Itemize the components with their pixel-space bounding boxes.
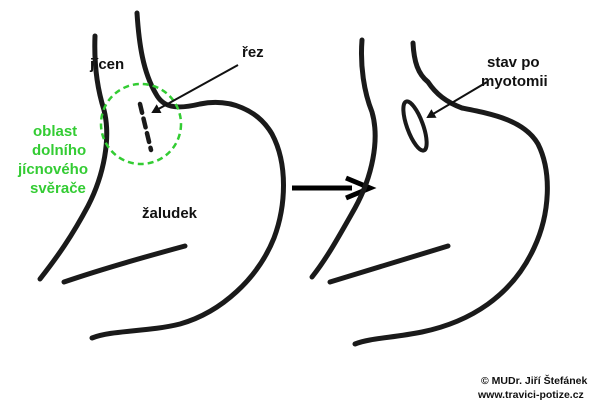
- stomach-outline-right-wall: [89, 10, 286, 341]
- stomach-label: žaludek: [142, 205, 198, 222]
- stomach-outline-lesser-curve: [61, 243, 188, 285]
- cut-line: [137, 101, 154, 153]
- mucosal-bulge: [401, 99, 429, 153]
- esophagus-label: jícen: [89, 56, 124, 73]
- post-myotomy-outline-lesser-curve: [327, 243, 451, 285]
- myotomy-label-line-2: myotomii: [481, 73, 548, 90]
- sphincter-region-label-line-2: dolního: [32, 142, 86, 159]
- stomach-outline-left-wall: [37, 33, 110, 282]
- sphincter-region-label-line-3: jícnového: [17, 161, 88, 178]
- copyright-website: www.travici-potize.cz: [477, 389, 584, 401]
- arrow-right-icon: [292, 175, 377, 201]
- myotomy-label-line-1: stav po: [487, 54, 540, 71]
- sphincter-region-label-line-1: oblast: [33, 123, 77, 140]
- sphincter-region-circle: [99, 82, 183, 166]
- post-myotomy-outline-left-wall: [309, 37, 378, 280]
- cut-pointer-arrow: [151, 64, 239, 113]
- left-panel-illustration: jícen řez oblast dolního jícnového svěra…: [17, 10, 286, 341]
- sphincter-region-label-line-4: svěrače: [30, 180, 86, 197]
- copyright-author: © MUDr. Jiří Štefánek: [481, 374, 588, 387]
- myotomy-pointer-arrow: [426, 81, 488, 119]
- copyright-block: © MUDr. Jiří Štefánek www.travici-potize…: [477, 374, 588, 401]
- right-panel-illustration: stav po myotomii: [309, 37, 550, 347]
- cut-label: řez: [242, 44, 264, 61]
- post-myotomy-outline-right-wall: [352, 40, 550, 347]
